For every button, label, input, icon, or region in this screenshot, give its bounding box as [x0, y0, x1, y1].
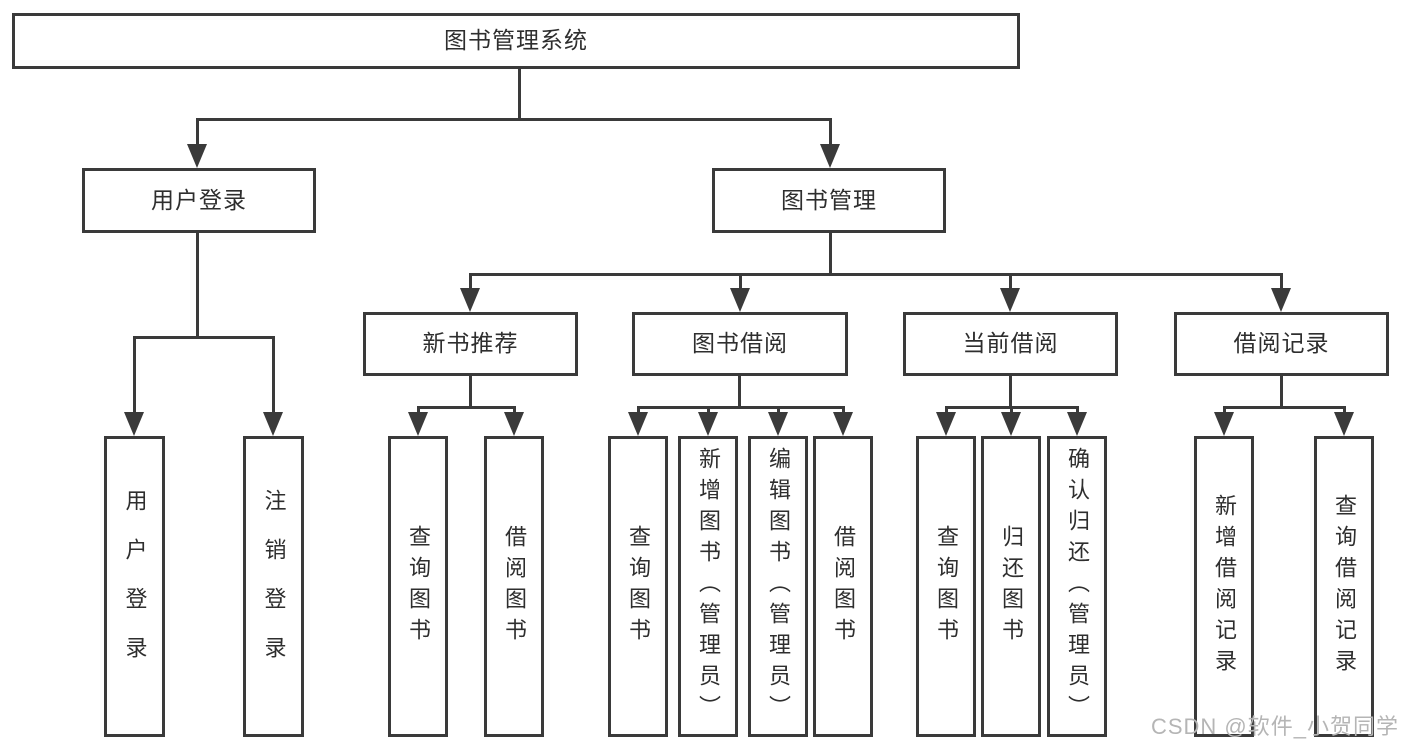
connector-stem	[945, 406, 948, 416]
leaf-add-borrow-record: 新增借阅记录	[1194, 436, 1254, 737]
connector-stem	[1280, 376, 1283, 406]
leaf-query-books-recommend: 查询图书	[388, 436, 448, 737]
arrow-down-icon	[1000, 288, 1020, 312]
leaf-borrow-books-recommend: 借阅图书	[484, 436, 544, 737]
node-label: 新书推荐	[422, 330, 519, 357]
connector-hline	[637, 406, 845, 409]
node-label: 用户登录	[151, 186, 247, 213]
connector-stem	[1280, 273, 1283, 291]
node-borrowing-records: 借阅记录	[1174, 312, 1389, 376]
arrow-down-icon	[833, 412, 853, 436]
connector-stem	[1009, 273, 1012, 291]
connector-hline	[133, 336, 275, 339]
connector-hline	[417, 406, 516, 409]
leaf-label: 编辑图书（管理员）	[766, 447, 791, 726]
connector-stem	[1010, 406, 1013, 416]
leaf-borrow-books: 借阅图书	[813, 436, 873, 737]
connector-hline	[469, 273, 1283, 276]
connector-stem	[196, 118, 199, 148]
arrow-down-icon	[1214, 412, 1234, 436]
arrow-down-icon	[504, 412, 524, 436]
leaf-label: 查询图书	[934, 524, 959, 649]
arrow-down-icon	[408, 412, 428, 436]
node-label: 当前借阅	[962, 330, 1059, 357]
connector-stem	[1223, 406, 1226, 416]
connector-stem	[196, 233, 199, 336]
connector-stem	[707, 406, 710, 416]
connector-hline	[1223, 406, 1346, 409]
node-library-management-system: 图书管理系统	[12, 13, 1020, 69]
connector-stem	[513, 406, 516, 416]
connector-stem	[417, 406, 420, 416]
node-label: 借阅记录	[1233, 330, 1330, 357]
arrow-down-icon	[730, 288, 750, 312]
arrow-down-icon	[124, 412, 144, 436]
leaf-return-books: 归还图书	[981, 436, 1041, 737]
connector-stem	[1009, 376, 1012, 406]
node-current-borrowing: 当前借阅	[903, 312, 1118, 376]
leaf-label: 新增图书（管理员）	[696, 447, 721, 726]
connector-root-hline	[196, 118, 832, 121]
leaf-label: 查询借阅记录	[1332, 493, 1357, 680]
connector-stem	[469, 273, 472, 291]
leaf-confirm-return-admin: 确认归还（管理员）	[1047, 436, 1107, 737]
leaf-user-login: 用户登录	[104, 436, 165, 737]
leaf-label: 用户登录	[122, 488, 148, 685]
node-label: 图书管理	[781, 186, 877, 213]
leaf-query-books-borrowing: 查询图书	[608, 436, 668, 737]
connector-stem	[1076, 406, 1079, 416]
connector-stem	[829, 233, 832, 273]
arrow-down-icon	[1001, 412, 1021, 436]
leaf-query-borrow-record: 查询借阅记录	[1314, 436, 1374, 737]
arrow-down-icon	[768, 412, 788, 436]
node-label: 图书借阅	[692, 330, 788, 357]
connector-stem	[777, 406, 780, 416]
node-new-book-recommend: 新书推荐	[363, 312, 578, 376]
leaf-label: 借阅图书	[502, 524, 527, 649]
arrow-down-icon	[628, 412, 648, 436]
arrow-down-icon	[698, 412, 718, 436]
connector-root-stem	[518, 69, 521, 118]
connector-stem	[133, 336, 136, 416]
leaf-label: 借阅图书	[831, 524, 856, 649]
node-book-management: 图书管理	[712, 168, 946, 233]
node-book-borrowing: 图书借阅	[632, 312, 848, 376]
arrow-down-icon	[936, 412, 956, 436]
connector-stem	[272, 336, 275, 416]
leaf-add-books-admin: 新增图书（管理员）	[678, 436, 738, 737]
leaf-label: 注销登录	[261, 488, 287, 685]
arrow-down-icon	[263, 412, 283, 436]
csdn-watermark: CSDN @软件_小贺同学	[1150, 714, 1399, 739]
arrow-down-icon	[460, 288, 480, 312]
leaf-edit-books-admin: 编辑图书（管理员）	[748, 436, 808, 737]
leaf-label: 查询图书	[406, 524, 431, 649]
arrow-down-icon	[820, 144, 840, 168]
arrow-down-icon	[1334, 412, 1354, 436]
leaf-query-books-current: 查询图书	[916, 436, 976, 737]
leaf-logout: 注销登录	[243, 436, 304, 737]
leaf-label: 查询图书	[626, 524, 651, 649]
node-label: 图书管理系统	[444, 27, 588, 54]
connector-stem	[469, 376, 472, 406]
connector-stem	[739, 273, 742, 291]
leaf-label: 确认归还（管理员）	[1065, 447, 1090, 726]
arrow-down-icon	[187, 144, 207, 168]
leaf-label: 新增借阅记录	[1212, 493, 1237, 680]
connector-stem	[829, 118, 832, 148]
node-user-login: 用户登录	[82, 168, 316, 233]
connector-stem	[637, 406, 640, 416]
connector-stem	[738, 376, 741, 406]
connector-stem	[1343, 406, 1346, 416]
arrow-down-icon	[1067, 412, 1087, 436]
connector-stem	[842, 406, 845, 416]
arrow-down-icon	[1271, 288, 1291, 312]
leaf-label: 归还图书	[999, 524, 1024, 649]
